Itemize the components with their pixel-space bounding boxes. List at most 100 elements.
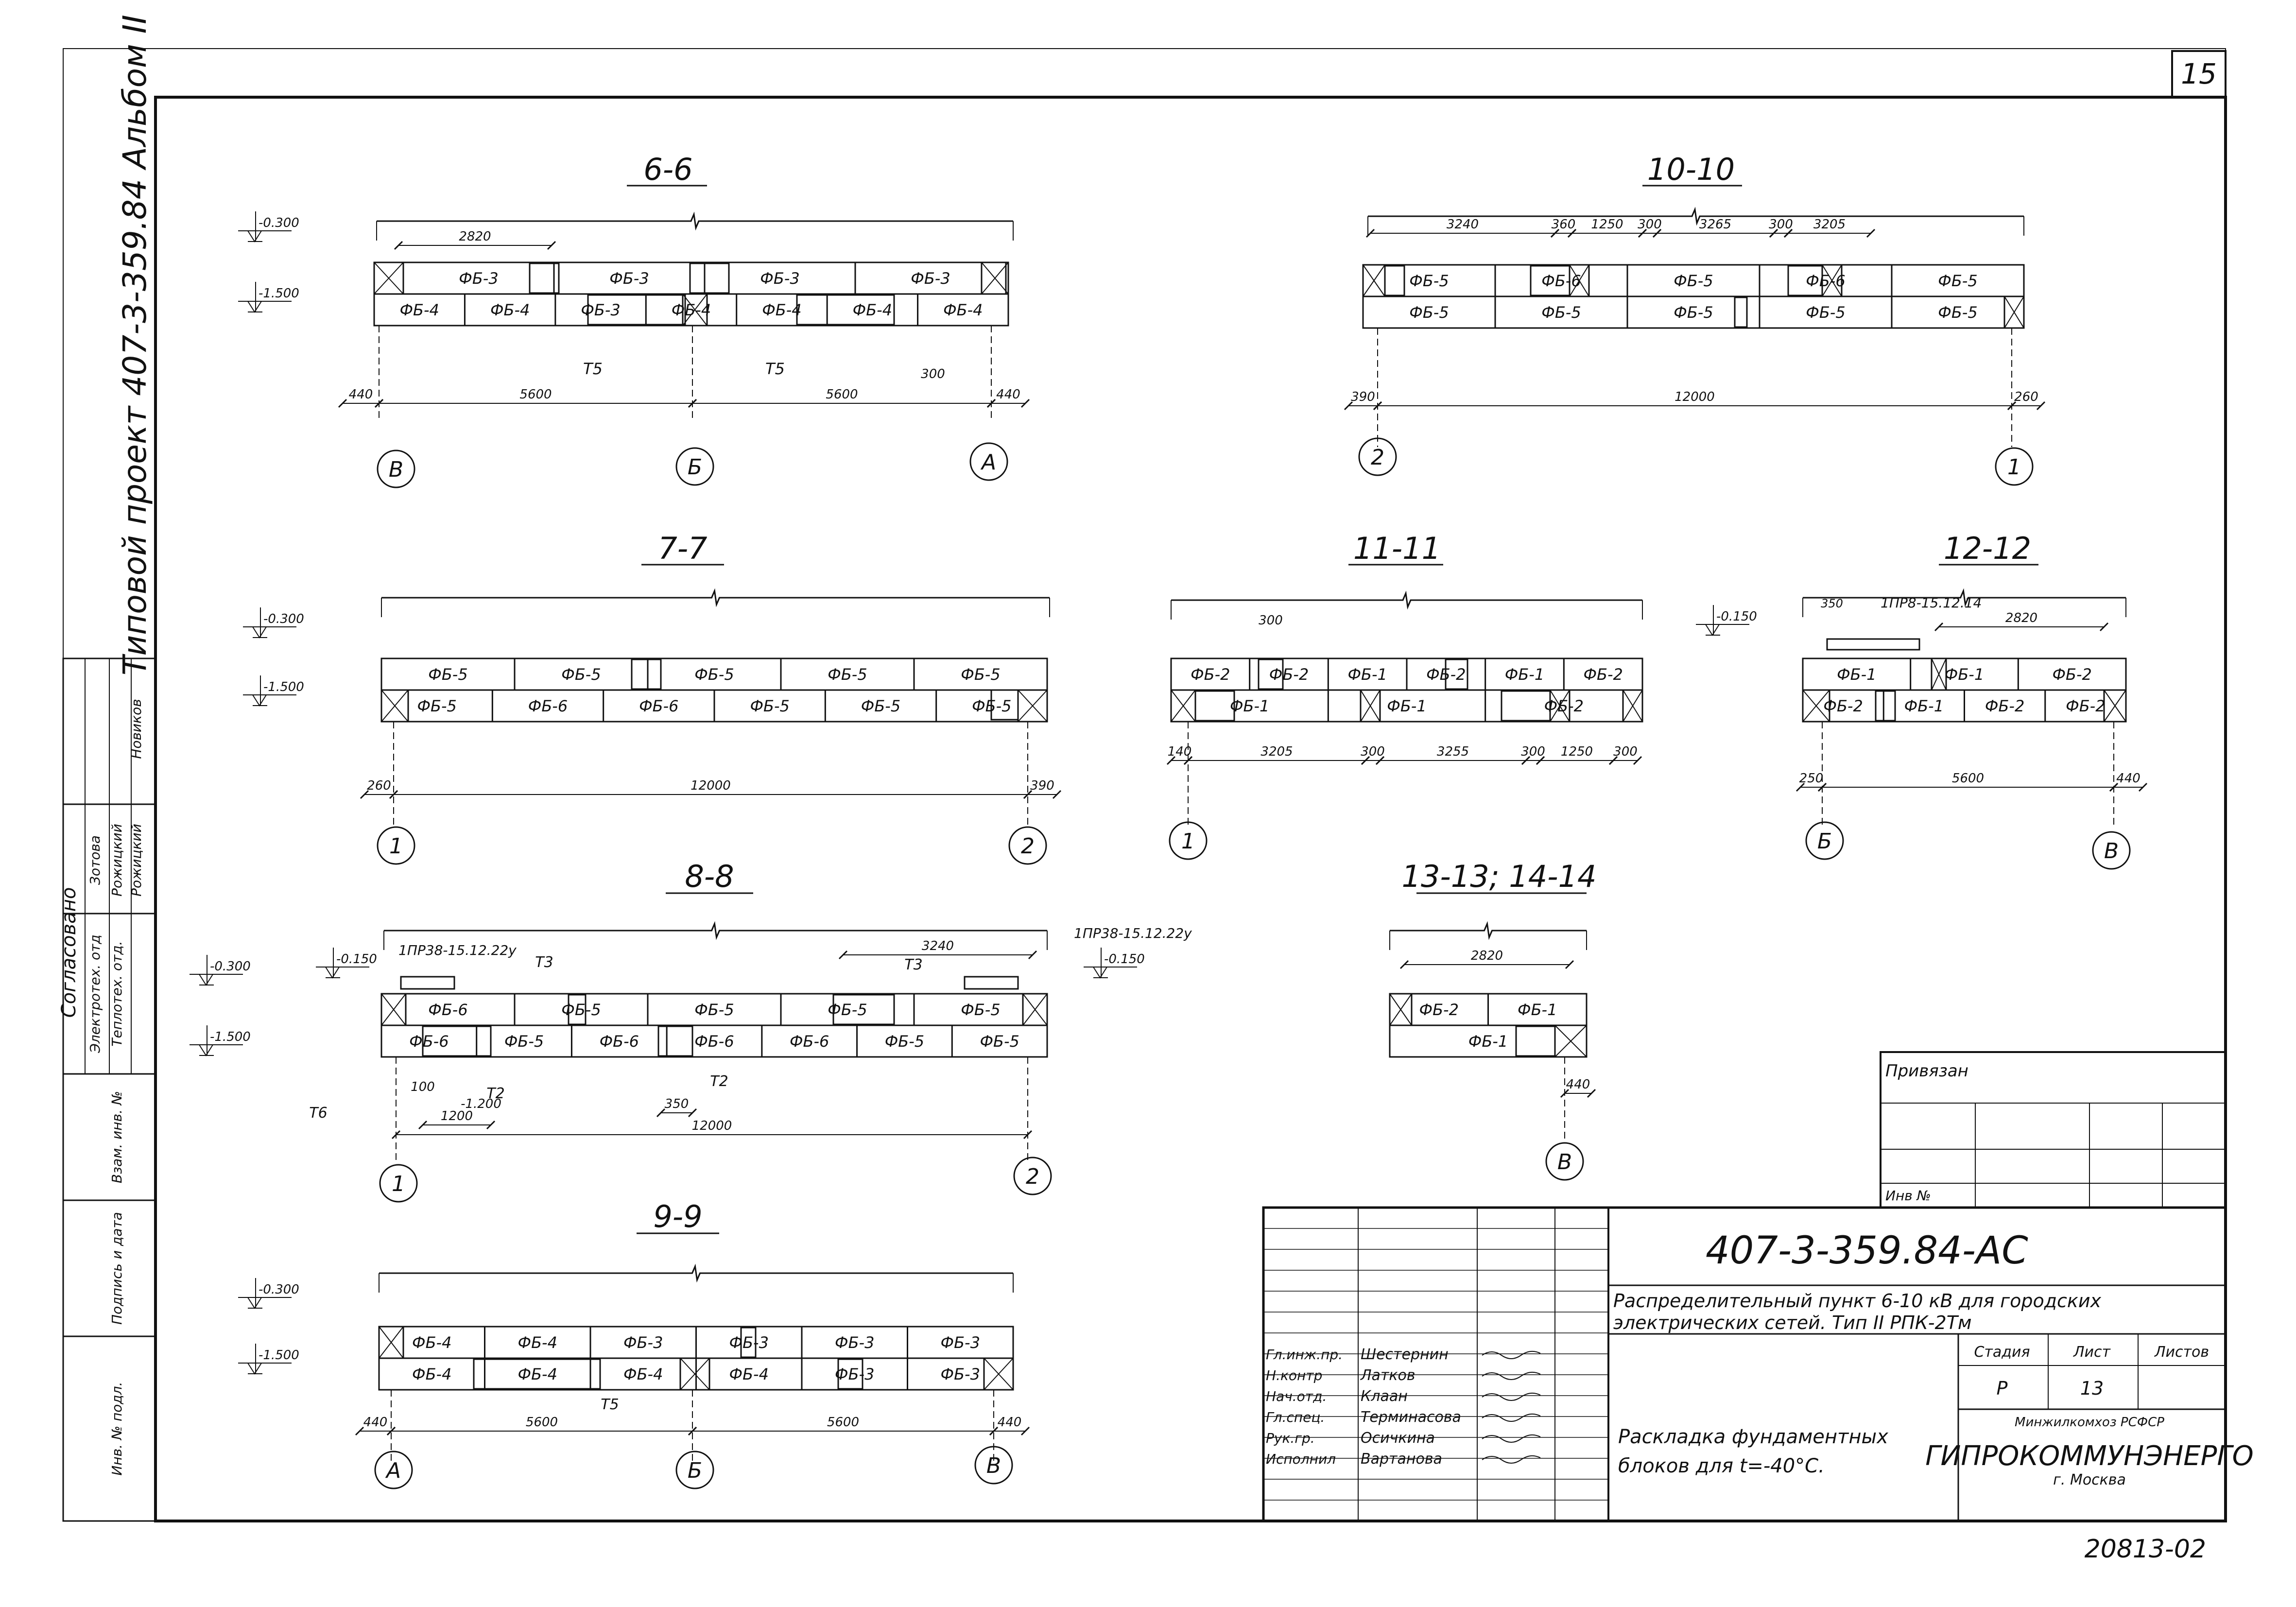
axis-circle: [1545, 1142, 1584, 1181]
staff-role: Исполнил: [1266, 1451, 1336, 1467]
block-label: ФБ-4: [672, 301, 711, 319]
block-label: ФБ-5: [417, 697, 456, 715]
void-cross-line: [2104, 690, 2126, 722]
level-triangle: [247, 301, 262, 313]
block-label: ФБ-6: [1806, 272, 1845, 290]
axis-bubble: 2: [1013, 1157, 1052, 1195]
void-cross-line: [1171, 690, 1196, 722]
drawing-code: 407-3-359.84-АС: [1706, 1229, 2028, 1273]
t-label: T5: [601, 1396, 619, 1413]
element-mark: 1ПР38-15.12.22у: [1074, 925, 1192, 941]
stamp-cell: Электротех. отд: [87, 934, 103, 1054]
dim-tick: [386, 1426, 396, 1436]
staff-role: Рук.гр.: [1266, 1430, 1315, 1446]
dim-tick: [338, 398, 347, 408]
staff-role: Н.контр: [1266, 1367, 1322, 1383]
dim-value: 300: [1361, 744, 1385, 759]
org-ministry: Минжилкомхоз РСФСР: [2015, 1415, 2164, 1430]
dim-tick: [1560, 1089, 1570, 1098]
void-cross: [373, 261, 404, 295]
void-cross-line: [1389, 993, 1412, 1026]
axis-circle: [675, 1451, 714, 1489]
concrete-fill: [1501, 690, 1551, 722]
level-value: -0.150: [336, 952, 377, 967]
block-label: ФБ-1: [1945, 665, 1984, 684]
concrete-fill: [422, 1025, 492, 1057]
dim-value: 260: [367, 778, 391, 793]
signature-scribble: [1482, 1350, 1541, 1359]
block-label: ФБ-5: [828, 665, 867, 684]
axis-circle: [675, 447, 714, 486]
block-label: ФБ-1: [1230, 697, 1269, 715]
t-label: T5: [765, 360, 785, 378]
dim-value: -1.200: [461, 1097, 501, 1111]
void-cross: [1931, 657, 1947, 691]
dim-value: 1200: [441, 1109, 473, 1123]
axis-bubble: В: [1545, 1142, 1584, 1181]
axis-label: 2: [1021, 834, 1035, 859]
sheet-value: 13: [2080, 1378, 2104, 1399]
block-label: ФБ-5: [1674, 272, 1713, 290]
dim-tick: [486, 1120, 496, 1130]
block-label: ФБ-5: [561, 665, 601, 684]
level-triangle: [252, 694, 267, 707]
block-label: ФБ-2: [1985, 697, 2024, 715]
dim-tick: [1052, 790, 1062, 799]
level-triangle: [1705, 624, 1720, 636]
dim-value: 3205: [1260, 744, 1293, 759]
axis-bubble: 1: [379, 1164, 418, 1203]
staff-role: Гл.инж.пр.: [1266, 1347, 1343, 1363]
staff-name: Вартанова: [1361, 1451, 1442, 1468]
staff-name: Латков: [1360, 1367, 1416, 1384]
block-label: ФБ-5: [1409, 303, 1449, 322]
section-title: 8-8: [685, 859, 734, 894]
void-cross-line: [1363, 264, 1385, 297]
dim-tick: [2138, 782, 2148, 792]
axis-label: 1: [389, 834, 403, 859]
level-mark: -0.300: [238, 1278, 299, 1309]
concrete-fill: [689, 262, 730, 294]
concrete-fill: [587, 294, 686, 326]
dim-tick: [1550, 228, 1560, 238]
dim-value: 360: [1552, 217, 1576, 232]
block-label: ФБ-6: [790, 1032, 829, 1051]
block-label: ФБ-4: [762, 301, 801, 319]
block-row: [380, 1024, 1048, 1058]
block-label: ФБ-3: [581, 301, 620, 319]
axis-bubble: В: [2092, 831, 2131, 870]
block-label: ФБ-1: [1387, 697, 1426, 715]
concrete-fill: [1515, 1025, 1556, 1057]
dim-tick: [1795, 782, 1805, 792]
stage-label: Стадия: [1974, 1344, 2030, 1361]
concrete-fill: [631, 658, 662, 690]
dim-value: 300: [1769, 217, 1793, 232]
void-cross: [380, 993, 407, 1026]
dim-tick: [1608, 756, 1618, 765]
dim-value: 440: [363, 1415, 388, 1430]
axis-circle: [1008, 826, 1047, 865]
axis-bubble: Б: [675, 447, 714, 486]
dim-value: 350: [1821, 597, 1843, 610]
t-label: T6: [309, 1105, 327, 1122]
block-label: ФБ-6: [409, 1032, 449, 1051]
block-label: ФБ-1: [1837, 665, 1876, 684]
block-label: ФБ-6: [1541, 272, 1581, 290]
level-mark: -1.500: [238, 1344, 299, 1375]
stamp-cell: Новиков: [128, 699, 144, 759]
stamp-title: Согласовано: [58, 887, 80, 1018]
void-cross-line: [1018, 690, 1048, 722]
dim-tick: [1934, 622, 1944, 632]
element-mark: 1ПР38-15.12.22у: [398, 942, 517, 958]
dim-tick: [989, 1426, 999, 1436]
axis-bubble: В: [974, 1446, 1013, 1485]
void-box: [1622, 689, 1643, 723]
void-cross: [1170, 689, 1196, 723]
sheet-title-line: Раскладка фундаментных: [1618, 1426, 1888, 1448]
t-label: T3: [535, 954, 553, 971]
axis-label: 1: [2007, 455, 2021, 480]
